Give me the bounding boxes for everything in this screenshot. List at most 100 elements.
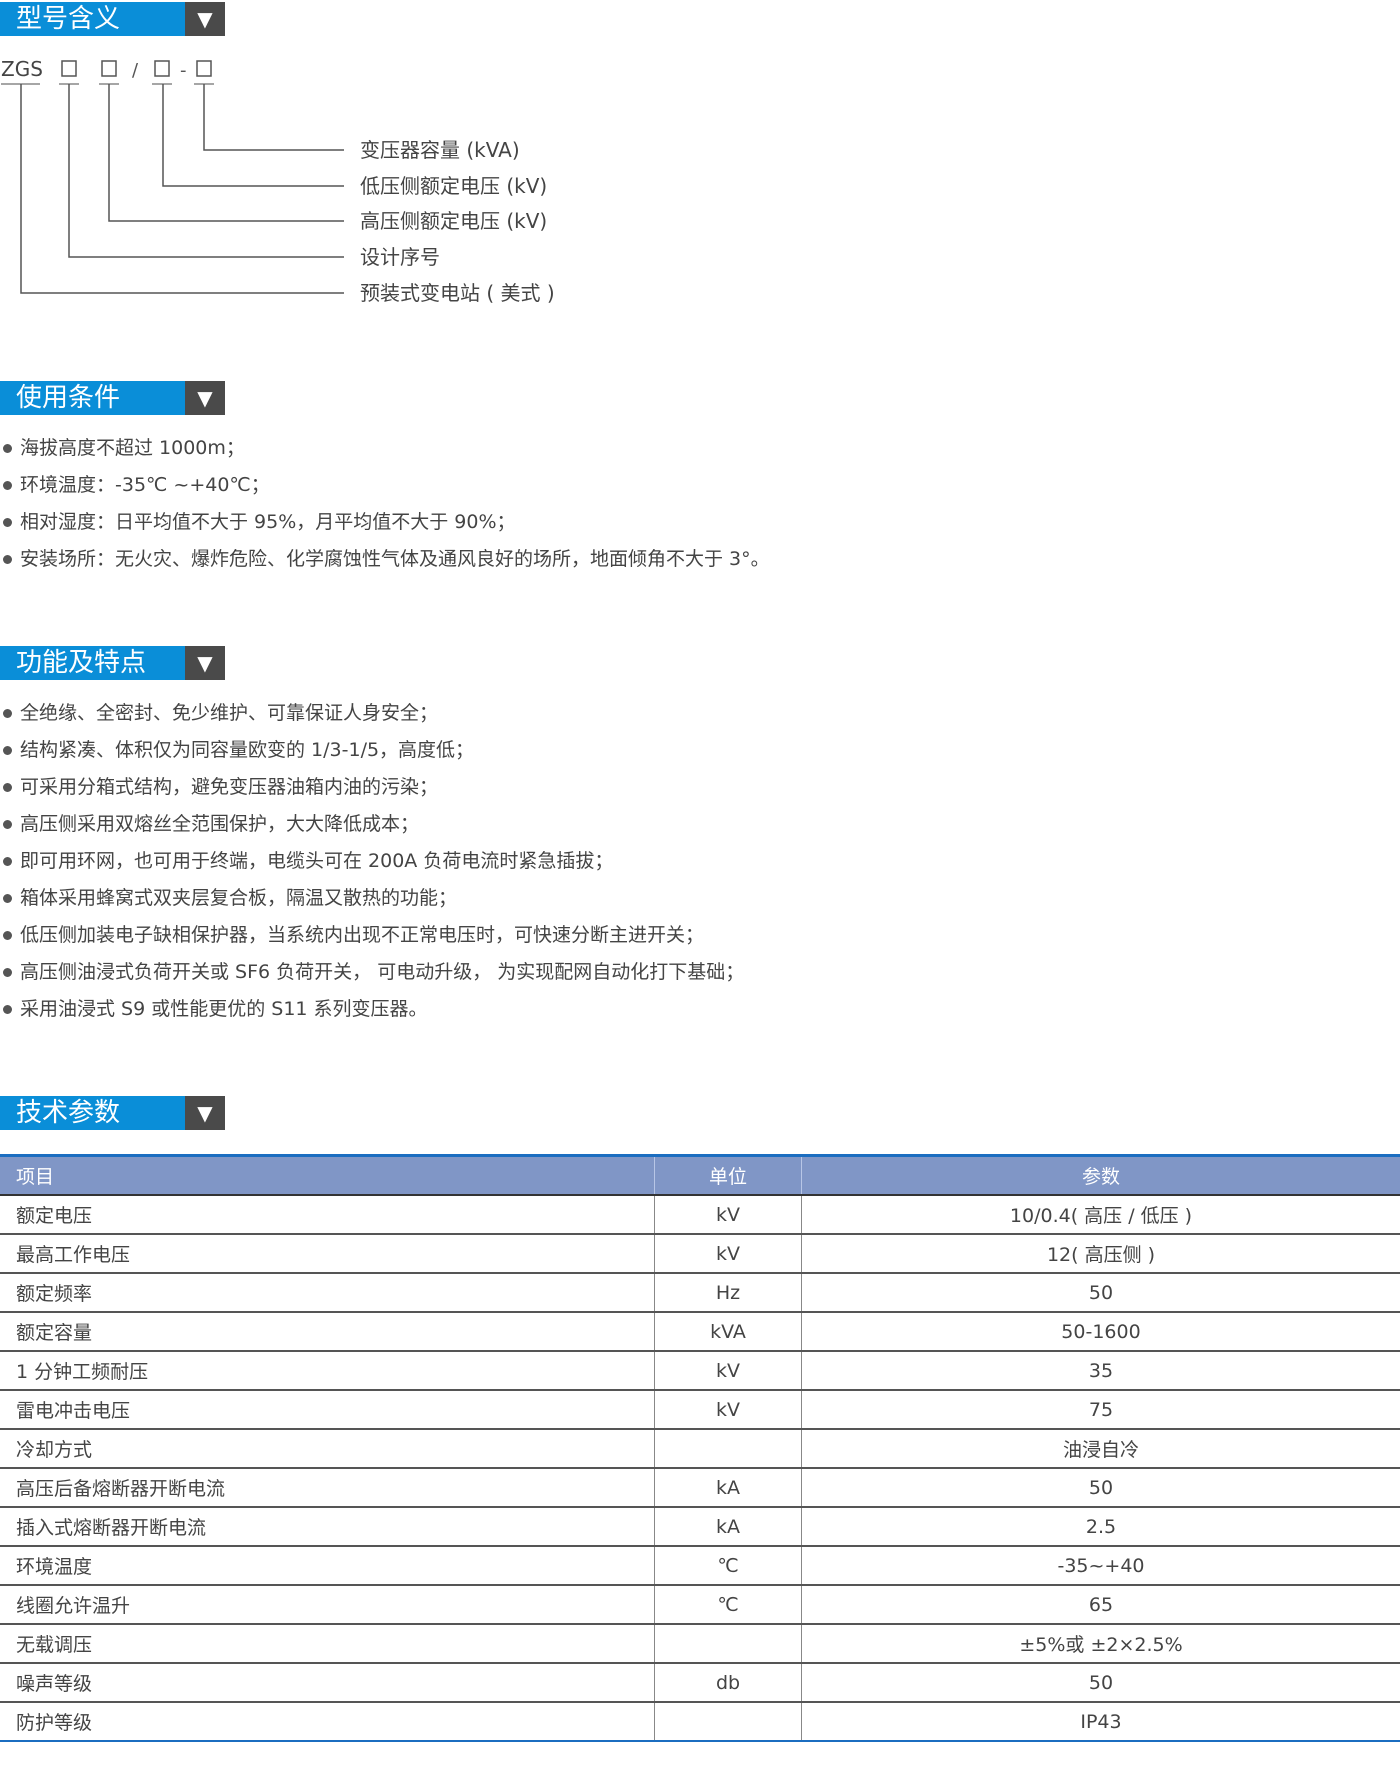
bullet-icon: [3, 518, 12, 527]
code-box: [61, 60, 77, 77]
section-header-specs: 技术参数 ▼: [0, 1096, 225, 1130]
label-substation-type: 预装式变电站 ( 美式 ): [360, 281, 555, 305]
cell-unit: db: [654, 1663, 802, 1703]
triangle-down-icon[interactable]: ▼: [185, 2, 225, 36]
table-row: 环境温度℃-35~+40: [0, 1546, 1400, 1586]
cell-unit: ℃: [654, 1585, 802, 1625]
cell-value: 10/0.4( 高压 / 低压 ): [801, 1195, 1400, 1235]
column-header-unit: 单位: [654, 1154, 802, 1196]
cell-item: 插入式熔断器开断电流: [0, 1507, 655, 1547]
cell-value: 50: [801, 1273, 1400, 1313]
item-text: 低压侧加装电子缺相保护器，当系统内出现不正常电压时，可快速分断主进开关；: [20, 924, 705, 946]
cell-unit: kV: [654, 1195, 802, 1235]
cell-unit: kV: [654, 1234, 802, 1274]
list-item: 全绝缘、全密封、免少维护、可靠保证人身安全；: [0, 695, 744, 732]
item-text: 高压侧采用双熔丝全范围保护，大大降低成本；: [20, 813, 420, 835]
item-text: 结构紧凑、体积仅为同容量欧变的 1/3-1/5，高度低；: [20, 739, 475, 761]
cell-unit: kVA: [654, 1312, 802, 1352]
list-item: 可采用分箱式结构，避免变压器油箱内油的污染；: [0, 769, 744, 806]
section-title: 功能及特点: [0, 646, 185, 680]
bullet-icon: [3, 783, 12, 792]
bullet-icon: [3, 555, 12, 564]
bullet-icon: [3, 1005, 12, 1014]
list-item: 采用油浸式 S9 或性能更优的 S11 系列变压器。: [0, 991, 744, 1028]
cell-unit: Hz: [654, 1273, 802, 1313]
cell-value: 油浸自冷: [801, 1429, 1400, 1469]
item-text: 采用油浸式 S9 或性能更优的 S11 系列变压器。: [20, 998, 428, 1020]
bullet-icon: [3, 820, 12, 829]
item-text: 即可用环网，也可用于终端，电缆头可在 200A 负荷电流时紧急插拔；: [20, 850, 614, 872]
cell-value: 65: [801, 1585, 1400, 1625]
cell-item: 高压后备熔断器开断电流: [0, 1468, 655, 1508]
cell-item: 防护等级: [0, 1702, 655, 1742]
features-list: 全绝缘、全密封、免少维护、可靠保证人身安全； 结构紧凑、体积仅为同容量欧变的 1…: [0, 695, 744, 1028]
table-row: 无载调压 ±5%或 ±2×2.5%: [0, 1624, 1400, 1664]
table-header-row: 项目 单位 参数: [0, 1154, 1400, 1196]
column-header-value: 参数: [801, 1154, 1400, 1196]
cell-item: 1 分钟工频耐压: [0, 1351, 655, 1391]
cell-unit: [654, 1702, 802, 1742]
cell-item: 无载调压: [0, 1624, 655, 1664]
list-item: 环境温度：-35℃ ~+40℃；: [0, 467, 770, 504]
label-design-no: 设计序号: [360, 245, 440, 269]
cell-item: 额定频率: [0, 1273, 655, 1313]
item-text: 高压侧油浸式负荷开关或 SF6 负荷开关， 可电动升级， 为实现配网自动化打下基…: [20, 961, 745, 983]
item-text: 海拔高度不超过 1000m；: [20, 437, 245, 459]
cell-unit: kV: [654, 1390, 802, 1430]
list-item: 低压侧加装电子缺相保护器，当系统内出现不正常电压时，可快速分断主进开关；: [0, 917, 744, 954]
item-text: 可采用分箱式结构，避免变压器油箱内油的污染；: [20, 776, 439, 798]
cell-unit: kV: [654, 1351, 802, 1391]
cell-item: 最高工作电压: [0, 1234, 655, 1274]
triangle-down-icon[interactable]: ▼: [185, 646, 225, 680]
triangle-down-icon[interactable]: ▼: [185, 1096, 225, 1130]
bullet-icon: [3, 968, 12, 977]
cell-unit: [654, 1429, 802, 1469]
bullet-icon: [3, 746, 12, 755]
list-item: 高压侧采用双熔丝全范围保护，大大降低成本；: [0, 806, 744, 843]
list-item: 安装场所：无火灾、爆炸危险、化学腐蚀性气体及通风良好的场所，地面倾角不大于 3°…: [0, 541, 770, 578]
cell-value: 2.5: [801, 1507, 1400, 1547]
cell-unit: kA: [654, 1507, 802, 1547]
list-item: 相对湿度：日平均值不大于 95%，月平均值不大于 90%；: [0, 504, 770, 541]
bullet-icon: [3, 444, 12, 453]
cell-item: 环境温度: [0, 1546, 655, 1586]
item-text: 全绝缘、全密封、免少维护、可靠保证人身安全；: [20, 702, 439, 724]
cell-item: 额定电压: [0, 1195, 655, 1235]
separator-slash: /: [132, 60, 139, 81]
section-header-conditions: 使用条件 ▼: [0, 381, 225, 415]
cell-item: 雷电冲击电压: [0, 1390, 655, 1430]
cell-value: 12( 高压侧 ): [801, 1234, 1400, 1274]
cell-unit: [654, 1624, 802, 1664]
code-box: [154, 60, 170, 77]
column-header-item: 项目: [0, 1154, 655, 1196]
bullet-icon: [3, 857, 12, 866]
code-box: [101, 60, 117, 77]
cell-value: 75: [801, 1390, 1400, 1430]
list-item: 海拔高度不超过 1000m；: [0, 430, 770, 467]
cell-value: ±5%或 ±2×2.5%: [801, 1624, 1400, 1664]
bullet-icon: [3, 931, 12, 940]
section-title: 技术参数: [0, 1096, 185, 1130]
item-text: 安装场所：无火灾、爆炸危险、化学腐蚀性气体及通风良好的场所，地面倾角不大于 3°…: [20, 548, 770, 570]
section-title: 型号含义: [0, 2, 185, 36]
cell-item: 噪声等级: [0, 1663, 655, 1703]
section-header-model: 型号含义 ▼: [0, 2, 225, 36]
label-lv-voltage: 低压侧额定电压 (kV): [360, 174, 548, 198]
model-prefix: ZGS: [1, 57, 43, 81]
list-item: 高压侧油浸式负荷开关或 SF6 负荷开关， 可电动升级， 为实现配网自动化打下基…: [0, 954, 744, 991]
cell-value: 50: [801, 1663, 1400, 1703]
separator-dash: -: [180, 60, 187, 81]
triangle-down-icon[interactable]: ▼: [185, 381, 225, 415]
section-header-features: 功能及特点 ▼: [0, 646, 225, 680]
bullet-icon: [3, 894, 12, 903]
